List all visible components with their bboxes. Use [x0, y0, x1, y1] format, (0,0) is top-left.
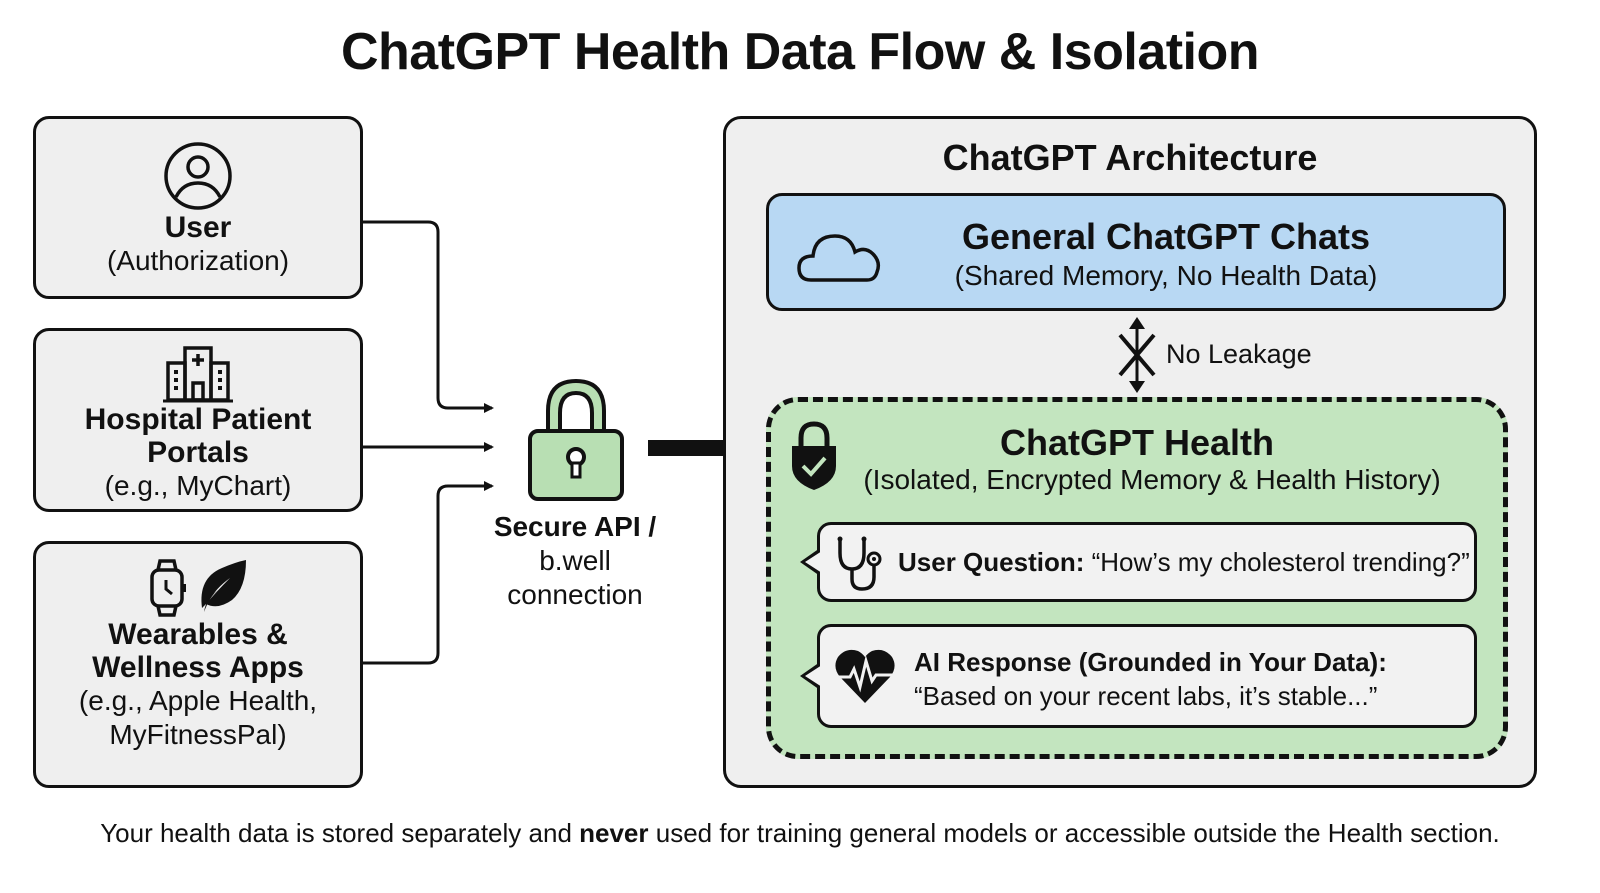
general-chats-title: General ChatGPT Chats — [961, 216, 1371, 257]
health-title: ChatGPT Health — [999, 422, 1275, 463]
connector-user — [363, 220, 494, 413]
gateway-label-bold: Secure API / — [493, 511, 657, 542]
ai-response-text: AI Response (Grounded in Your Data): “Ba… — [914, 645, 1387, 713]
user-question-bubble: User Question: “How’s my cholesterol tre… — [800, 522, 1477, 602]
gateway-label-line2: b.well — [539, 545, 611, 576]
source-sub: (Authorization) — [106, 245, 290, 276]
heart-pulse-icon — [835, 649, 895, 703]
source-name-line1: Hospital Patient — [84, 403, 312, 436]
footer-bold: never — [579, 818, 649, 848]
source-name: User — [164, 211, 232, 244]
user-circle-icon — [164, 142, 232, 210]
source-hospital: Hospital Patient Portals (e.g., MyChart) — [33, 328, 363, 512]
ai-response-quote: “Based on your recent labs, it’s stable.… — [914, 681, 1378, 711]
hospital-icon — [163, 346, 233, 403]
source-name-line1: Wearables & — [108, 618, 288, 651]
source-sub: (e.g., MyChart) — [104, 470, 292, 501]
chatgpt-health-box: ChatGPT Health (Isolated, Encrypted Memo… — [766, 397, 1508, 759]
source-wearables: Wearables & Wellness Apps (e.g., Apple H… — [33, 541, 363, 788]
smartwatch-icon — [150, 559, 186, 617]
architecture-title: ChatGPT Architecture — [942, 137, 1318, 178]
architecture-panel: ChatGPT Architecture General ChatGPT Cha… — [723, 116, 1537, 788]
general-chats-subtitle: (Shared Memory, No Health Data) — [954, 260, 1378, 291]
user-question-label: User Question: — [898, 547, 1085, 577]
source-user: User (Authorization) — [33, 116, 363, 299]
gateway-label-line3: connection — [507, 579, 643, 610]
gateway-label: Secure API / b.well connection — [470, 510, 680, 612]
source-name-line2: Portals — [147, 436, 249, 469]
stethoscope-icon — [837, 536, 882, 591]
footer-pre: Your health data is stored separately an… — [100, 818, 580, 848]
ai-response-bubble: AI Response (Grounded in Your Data): “Ba… — [800, 624, 1477, 728]
connector-wearables — [363, 481, 494, 665]
lock-shield-check-icon — [792, 421, 836, 490]
source-sub-line2: MyFitnessPal) — [109, 719, 287, 750]
leaf-icon — [201, 560, 246, 612]
secure-gateway — [488, 375, 663, 508]
source-name-line2: Wellness Apps — [92, 651, 304, 684]
source-sub-line1: (e.g., Apple Health, — [78, 685, 318, 716]
general-chats-box: General ChatGPT Chats (Shared Memory, No… — [766, 193, 1506, 311]
page-title: ChatGPT Health Data Flow & Isolation — [340, 23, 1260, 81]
footer-post: used for training general models or acce… — [648, 818, 1500, 848]
footer-note: Your health data is stored separately an… — [0, 818, 1600, 849]
user-question-text: User Question: “How’s my cholesterol tre… — [898, 547, 1470, 578]
health-subtitle: (Isolated, Encrypted Memory & Health His… — [863, 464, 1441, 495]
no-leakage-label: No Leakage — [1166, 339, 1312, 369]
user-question-quote: “How’s my cholesterol trending?” — [1091, 547, 1470, 577]
blocked-bidirectional-arrow-icon — [1118, 317, 1156, 393]
padlock-icon — [527, 378, 624, 501]
cloud-icon — [797, 234, 881, 282]
ai-response-label: AI Response (Grounded in Your Data): — [914, 647, 1387, 677]
